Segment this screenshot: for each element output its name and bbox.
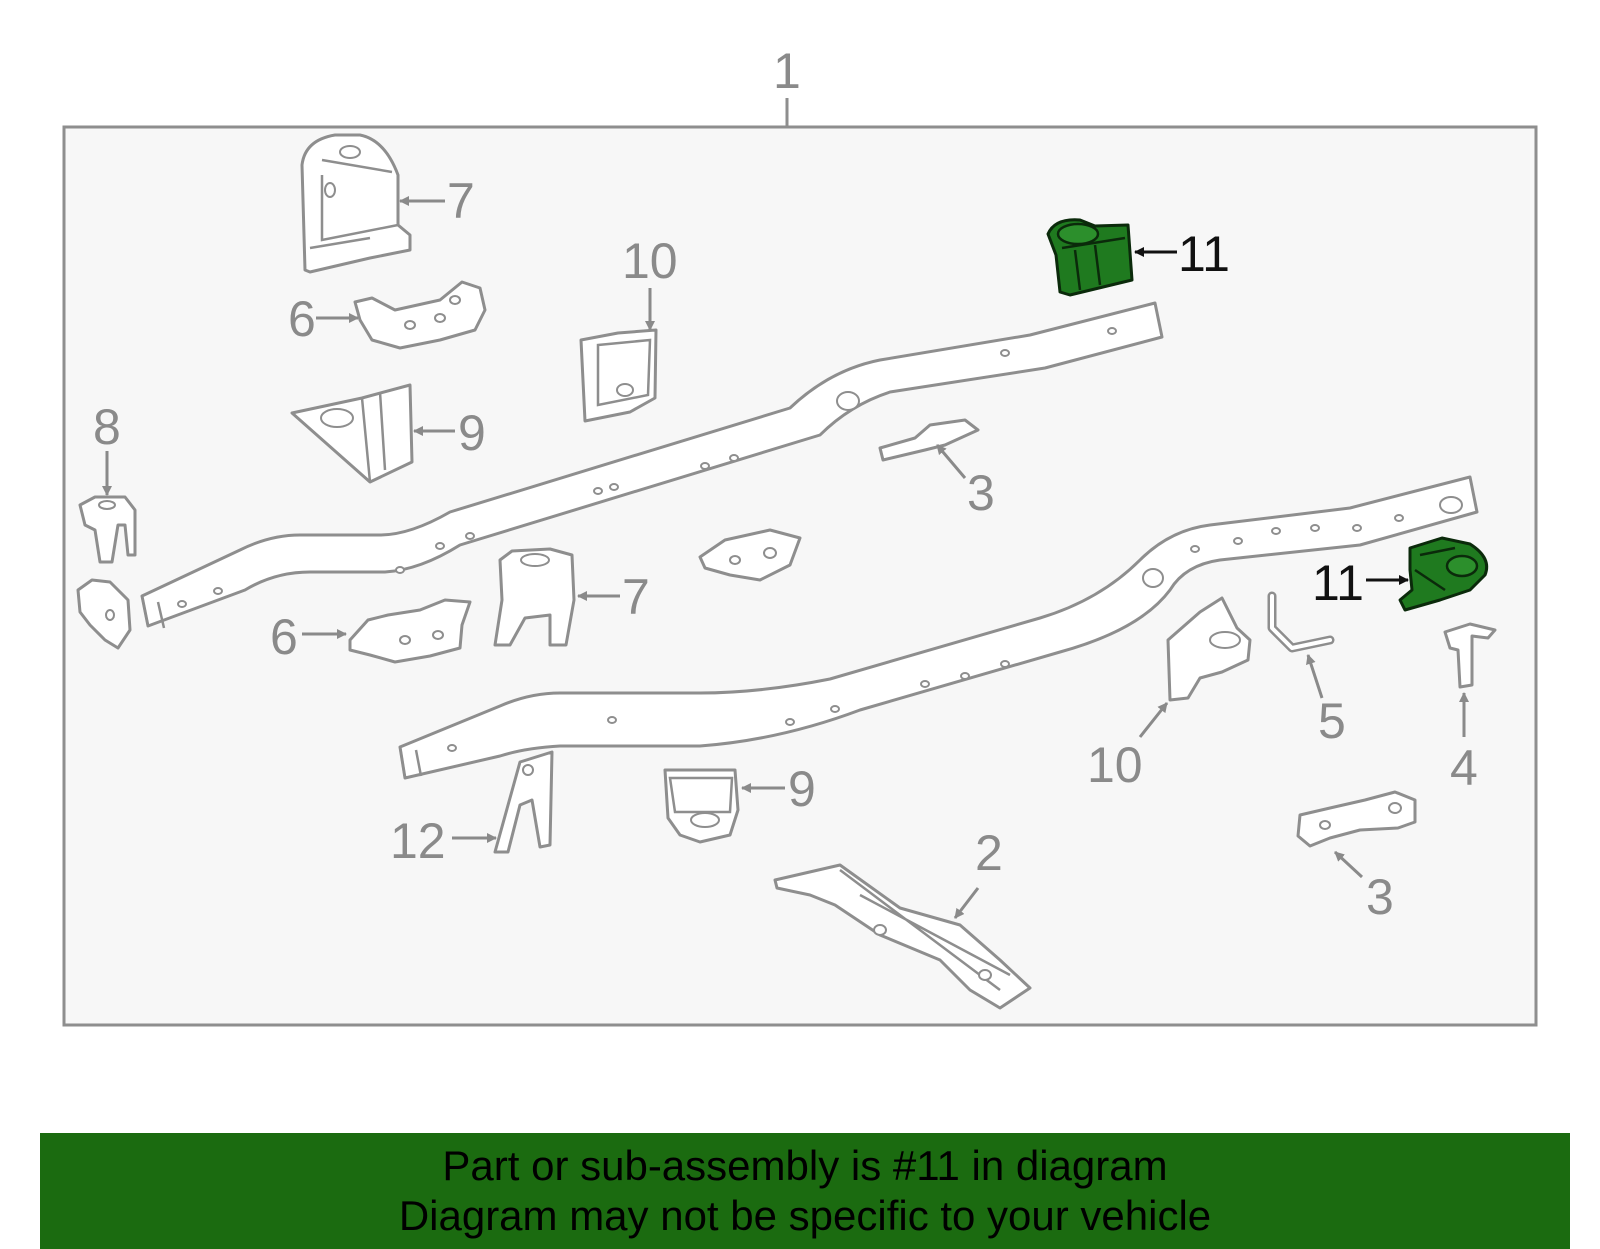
callout-8: 8 xyxy=(93,399,121,455)
callout-9-upper: 9 xyxy=(458,405,486,461)
callout-1: 1 xyxy=(773,43,801,99)
bracket-9-lower: 9 xyxy=(663,761,816,844)
part-info-banner: Part or sub-assembly is #11 in diagram D… xyxy=(40,1133,1570,1249)
bracket-3-lower: 3 xyxy=(1296,790,1417,925)
callout-7-lower: 7 xyxy=(622,569,650,625)
callout-3-lower: 3 xyxy=(1366,869,1394,925)
bracket-6-upper: 6 xyxy=(288,280,487,350)
callout-2: 2 xyxy=(975,825,1003,881)
frame-rail-upper xyxy=(140,301,1164,629)
bracket-7-upper: 7 xyxy=(300,133,475,274)
callout-3-upper: 3 xyxy=(967,465,995,521)
bracket-6-lower: 6 xyxy=(270,598,472,665)
callout-6-upper: 6 xyxy=(288,291,316,347)
banner-line-1: Part or sub-assembly is #11 in diagram xyxy=(442,1142,1168,1189)
callout-10-lower: 10 xyxy=(1087,737,1143,793)
hook-5: 5 xyxy=(1267,591,1346,749)
callout-11-upper: 11 xyxy=(1178,226,1230,282)
bracket-9-upper: 9 xyxy=(290,383,486,484)
bracket-12: 12 xyxy=(390,750,554,869)
crossmember-2: 2 xyxy=(773,825,1032,1010)
callout-5: 5 xyxy=(1318,693,1346,749)
callout-10-upper: 10 xyxy=(622,233,678,289)
part-11-lower-highlighted: 11 xyxy=(1312,536,1489,612)
callout-12: 12 xyxy=(390,813,446,869)
bracket-10-upper: 10 xyxy=(579,233,678,423)
bracket-10-lower: 10 xyxy=(1087,596,1252,793)
part-11-upper-highlighted: 11 xyxy=(1046,218,1230,297)
callout-9-lower: 9 xyxy=(788,761,816,817)
bracket-7-lower: 7 xyxy=(493,547,650,647)
bracket-center xyxy=(698,528,802,582)
frame-rail-lower xyxy=(398,475,1479,780)
bracket-3-upper: 3 xyxy=(878,418,995,521)
callout-11-lower: 11 xyxy=(1312,555,1364,611)
callout-4: 4 xyxy=(1450,740,1478,796)
callout-6-lower: 6 xyxy=(270,609,298,665)
bracket-8: 8 xyxy=(76,399,137,650)
banner-line-2: Diagram may not be specific to your vehi… xyxy=(398,1192,1212,1239)
bracket-4: 4 xyxy=(1443,622,1497,796)
callout-7-upper: 7 xyxy=(447,173,475,229)
